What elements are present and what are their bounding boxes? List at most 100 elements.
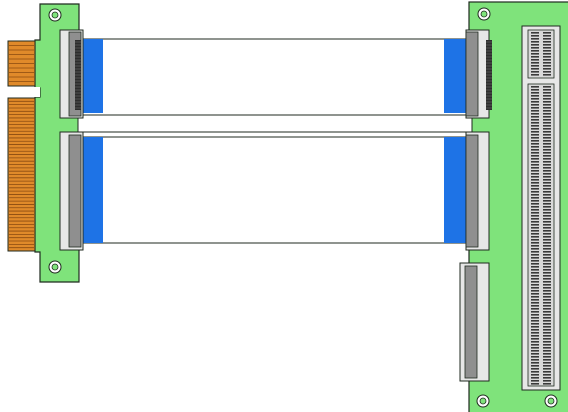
slot-pin [531,170,539,172]
slot-pin [543,326,551,328]
slot-pin [543,221,551,223]
slot-pin [531,32,539,34]
upper-ribbon-left-stiffener [81,39,103,113]
edge-key-notch [4,87,40,97]
slot-pin [531,74,539,76]
slot-pin [531,269,539,271]
slot-pin [543,368,551,370]
connector-latch [465,134,479,248]
slot-pin [543,158,551,160]
slot-pin [543,200,551,202]
slot-pin [531,230,539,232]
slot-pin [543,56,551,58]
slot-pin [531,221,539,223]
slot-pin [531,224,539,226]
slot-pin [531,284,539,286]
slot-pin [531,167,539,169]
upper-gold-finger-block [7,40,36,87]
slot-pin [543,287,551,289]
connector-pin-strip [486,40,492,110]
left-card-bottom-mounting-hole-inner [51,263,59,271]
slot-pin [543,272,551,274]
slot-pin [531,191,539,193]
slot-pin [543,131,551,133]
slot-pin [543,236,551,238]
slot-pin [531,377,539,379]
slot-pin [543,305,551,307]
slot-pin [543,107,551,109]
lower-ribbon-body [79,136,471,244]
slot-pin [531,368,539,370]
slot-pin [531,65,539,67]
slot-pin [543,50,551,52]
left-upper-ffc-connector [59,29,84,119]
slot-pin [531,245,539,247]
lower-ribbon-left-stiffener [81,137,103,243]
slot-pin [543,317,551,319]
connector-latch [464,265,478,379]
slot-pin [543,275,551,277]
ribbon-cable-upper [79,38,471,116]
slot-pin [543,176,551,178]
slot-pin [543,89,551,91]
slot-pin [531,347,539,349]
slot-pin [543,281,551,283]
slot-pin [531,374,539,376]
slot-pin [531,380,539,382]
slot-pin [531,119,539,121]
slot-pin [543,365,551,367]
slot-pin [543,155,551,157]
slot-pin [543,311,551,313]
slot-pin [531,326,539,328]
slot-pin [543,380,551,382]
slot-pin [531,155,539,157]
slot-pin [543,242,551,244]
slot-pin [543,266,551,268]
slot-pin [543,191,551,193]
slot-pin [543,320,551,322]
slot-pin [543,209,551,211]
slot-pin [531,38,539,40]
slot-pin [531,146,539,148]
slot-pin [543,86,551,88]
slot-pin [531,107,539,109]
slot-pin [543,71,551,73]
slot-pin [531,134,539,136]
slot-pin [543,344,551,346]
slot-pin [531,68,539,70]
slot-pin [531,179,539,181]
slot-pin [543,371,551,373]
ribbon-gap-separator [77,114,473,133]
slot-pin [543,62,551,64]
slot-pin [543,122,551,124]
slot-pin [531,86,539,88]
slot-pin [543,110,551,112]
slot-pin [543,134,551,136]
slot-pin [543,35,551,37]
slot-pin [543,116,551,118]
slot-pin [531,281,539,283]
slot-pin [543,74,551,76]
slot-pin [543,215,551,217]
slot-pin [543,113,551,115]
lower-gold-finger-block [7,97,36,252]
right-upper-ffc-connector [465,29,492,119]
slot-pin [543,245,551,247]
slot-pin [531,272,539,274]
slot-pin [531,95,539,97]
slot-pin [543,41,551,43]
slot-pin [531,53,539,55]
slot-pin [531,287,539,289]
slot-pin [543,248,551,250]
slot-pin [531,323,539,325]
slot-pin [531,320,539,322]
slot-pin [531,44,539,46]
left-card-top-mounting-hole-inner [51,11,59,19]
slot-pin [531,341,539,343]
slot-pin [531,302,539,304]
slot-pin [531,359,539,361]
slot-pin [531,161,539,163]
slot-pin [543,188,551,190]
slot-pin [531,227,539,229]
